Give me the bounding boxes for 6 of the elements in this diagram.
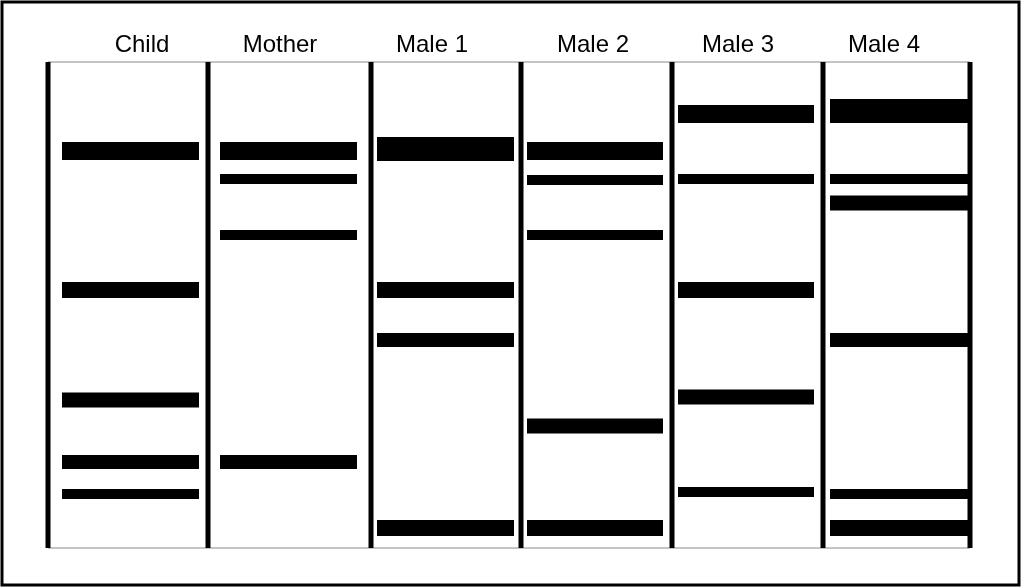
lane-label: Male 2 xyxy=(557,30,629,59)
lane-label: Mother xyxy=(242,30,318,59)
lane-label: Child xyxy=(114,30,170,59)
lane-label: Male 4 xyxy=(848,30,920,59)
lane-label: Male 3 xyxy=(702,30,774,59)
lane-label: Male 1 xyxy=(396,30,468,59)
